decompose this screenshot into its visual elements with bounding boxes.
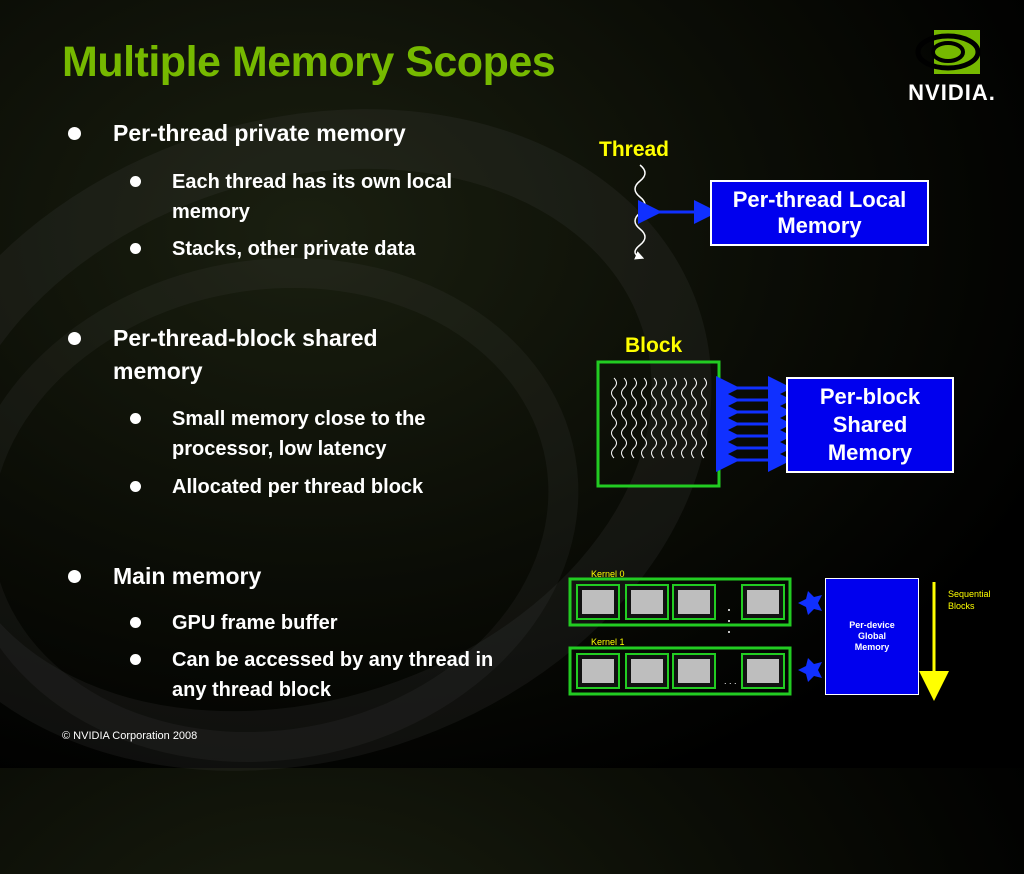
sub-bullet-any-thread: Can be accessed by any thread in any thr…: [172, 649, 494, 701]
nvidia-eye-icon: [915, 30, 981, 74]
sequential-blocks-label: Sequential Blocks: [948, 589, 991, 611]
global-memory-label: Per-device Global Memory: [849, 620, 895, 652]
per-block-memory-box: Per-block Shared Memory: [786, 377, 954, 473]
kernel1-thread-texture: [582, 659, 779, 683]
sub-bullet-dot: [130, 481, 141, 492]
kernel1-connector-icon: [798, 658, 822, 682]
kernel0-connector-icon: [798, 591, 822, 615]
bullet-dot: [68, 332, 81, 345]
block-label: Block: [625, 334, 683, 357]
thread-squiggle: [634, 164, 646, 260]
bullet-dot: [68, 570, 81, 583]
sub-bullet-dot: [130, 413, 141, 424]
per-thread-memory-box: Per-thread Local Memory: [710, 180, 929, 246]
nvidia-wordmark: NVIDIA.: [908, 80, 996, 105]
thread-label: Thread: [599, 138, 670, 161]
kernel1-box: [568, 646, 792, 696]
per-thread-memory-label: Per-thread Local Memory: [732, 187, 907, 238]
per-block-memory-label: Per-block Shared Memory: [819, 384, 921, 465]
kernel1-ellipsis: . . .: [724, 676, 737, 686]
block-shared-arrows: [716, 376, 792, 472]
copyright-footer: © NVIDIA Corporation 2008: [62, 730, 198, 742]
sub-bullet-dot: [130, 617, 141, 628]
global-memory-box: Per-device Global Memory: [825, 578, 919, 695]
bullet-main-memory: Main memory: [113, 563, 262, 589]
kernel1-label: Kernel 1: [591, 637, 625, 647]
sub-bullet-frame-buffer: GPU frame buffer: [172, 612, 338, 634]
kernel0-vertical-dots: [728, 609, 730, 633]
kernel0-box: [568, 577, 792, 627]
kernel0-label: Kernel 0: [591, 569, 625, 579]
sub-bullet-allocated: Allocated per thread block: [172, 476, 424, 498]
nvidia-logo: NVIDIA.: [900, 28, 1004, 108]
sub-bullet-dot: [130, 243, 141, 254]
memory-diagram: [568, 164, 949, 701]
block-threads: [611, 377, 707, 459]
sub-bullet-small-memory: Small memory close to the processor, low…: [172, 408, 426, 460]
bullet-dot: [68, 127, 81, 140]
bullet-per-block: Per-thread-block shared memory: [113, 325, 378, 384]
kernel0-thread-texture: [582, 590, 779, 614]
bullet-per-thread: Per-thread private memory: [113, 120, 406, 146]
slide-title: Multiple Memory Scopes: [62, 38, 556, 86]
sub-bullet-stacks: Stacks, other private data: [172, 238, 416, 260]
sub-bullet-dot: [130, 654, 141, 665]
sub-bullet-local-memory: Each thread has its own local memory: [172, 171, 453, 223]
sub-bullet-dot: [130, 176, 141, 187]
